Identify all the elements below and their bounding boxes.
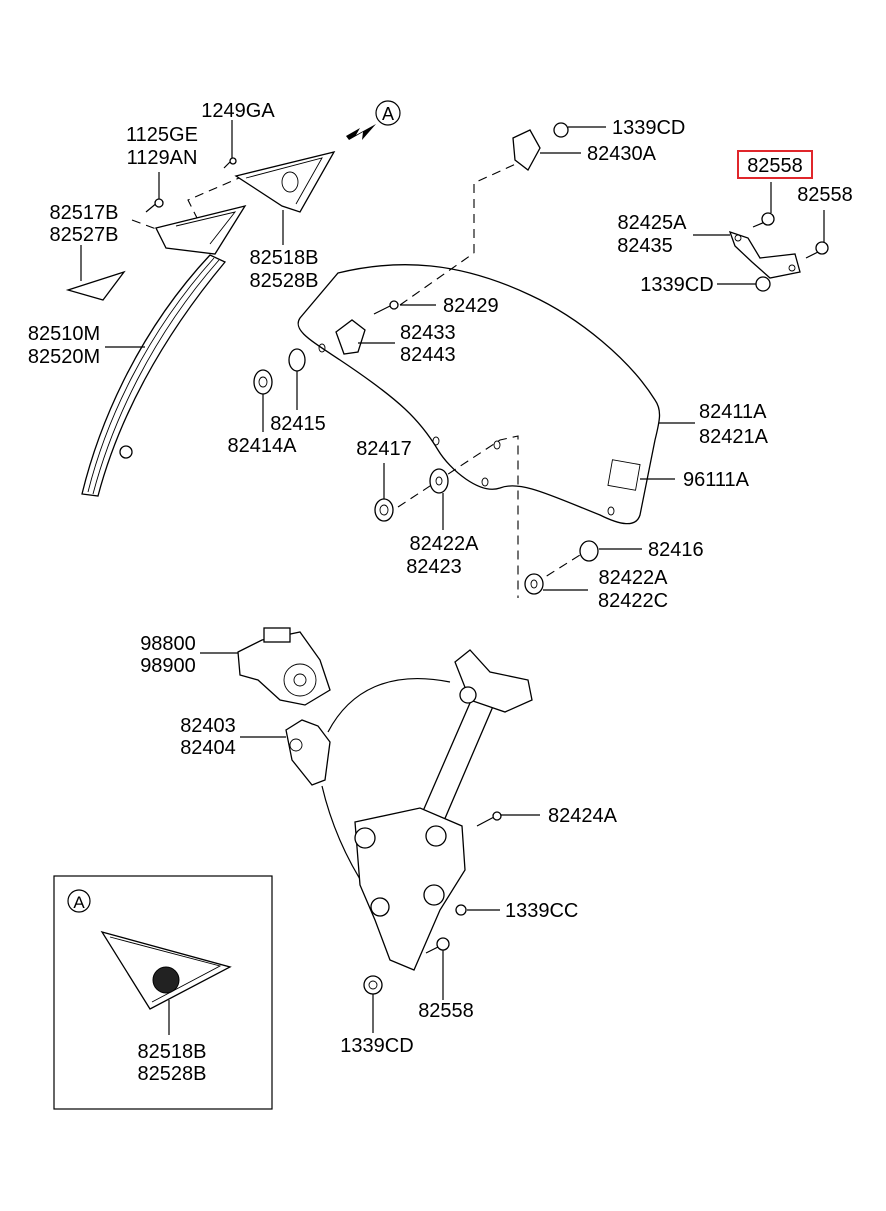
callout-82435[interactable]: 82435 (617, 235, 673, 257)
inset-frame (53, 875, 273, 1110)
callout-82422c[interactable]: 82422C (598, 590, 668, 612)
holder-82433 (335, 319, 366, 355)
detail-view-a: A 82518B 82528B (53, 875, 273, 1110)
nut-icon (455, 904, 467, 916)
cable (327, 678, 451, 733)
glass-hardware-group (253, 122, 642, 595)
callout-82416[interactable]: 82416 (648, 539, 704, 561)
channel-82510m (81, 254, 227, 497)
callout-96111a[interactable]: 96111A (683, 469, 750, 491)
clip-82430a (512, 129, 541, 171)
bracket-82425a (728, 230, 801, 279)
drum-82403 (285, 719, 331, 786)
callout-82424a[interactable]: 82424A (548, 805, 618, 827)
pillar-bracket (155, 204, 247, 255)
callout-82404[interactable]: 82404 (180, 737, 236, 759)
callout-82517b[interactable]: 82517B (50, 202, 119, 224)
view-a-circle (375, 100, 401, 126)
nut-icon (363, 975, 383, 995)
callout-82558-bottom[interactable]: 82558 (418, 1000, 474, 1022)
tweeter-grille-icon (152, 966, 180, 994)
inset-marker-circle (67, 889, 91, 913)
callout-82518b[interactable]: 82518B (250, 247, 319, 269)
grommet-82417 (374, 498, 394, 522)
callout-82558-highlighted[interactable]: 82558 (747, 155, 803, 177)
view-arrow-icon (346, 124, 376, 140)
callout-labels: 1249GA 1125GE 1129AN 82517B 82527B 82518… (28, 100, 853, 1057)
nut-icon (553, 122, 569, 138)
triangle-cover-82517b (65, 270, 126, 301)
window-glass-82411a (297, 264, 661, 525)
callout-82411a[interactable]: 82411A (699, 401, 767, 423)
callout-82528b[interactable]: 82528B (250, 270, 319, 292)
bolt-icon (805, 251, 819, 259)
callout-82520m[interactable]: 82520M (28, 346, 100, 368)
grommet-82414a (253, 369, 273, 395)
callout-1249ga[interactable]: 1249GA (201, 100, 275, 122)
bolt-icon (373, 304, 393, 315)
bushing-82416 (579, 540, 599, 562)
callout-98900[interactable]: 98900 (140, 655, 196, 677)
callout-82558-right[interactable]: 82558 (797, 184, 853, 206)
callout-1125ge[interactable]: 1125GE (126, 124, 198, 146)
view-a-marker: A (346, 100, 401, 140)
callout-82425a[interactable]: 82425A (618, 212, 688, 234)
callout-82421a[interactable]: 82421A (699, 426, 769, 448)
callout-82422a-right[interactable]: 82422A (599, 567, 669, 589)
inset-marker-letter: A (73, 893, 85, 912)
highlight-box (737, 150, 813, 179)
washer-82415 (288, 348, 306, 372)
nut-icon (755, 276, 771, 292)
callout-82429[interactable]: 82429 (443, 295, 499, 317)
callout-82430a[interactable]: 82430A (587, 143, 657, 165)
callout-1339cc[interactable]: 1339CC (505, 900, 578, 922)
callout-82415[interactable]: 82415 (270, 413, 326, 435)
lift-plate (354, 807, 466, 971)
callout-82403[interactable]: 82403 (180, 715, 236, 737)
callout-98800[interactable]: 98800 (140, 633, 196, 655)
bracket-group (693, 182, 829, 292)
callout-82510m[interactable]: 82510M (28, 323, 100, 345)
callout-1339cd-top[interactable]: 1339CD (612, 117, 685, 139)
motor-98800 (237, 631, 331, 706)
inset-callout-82518b[interactable]: 82518B (138, 1041, 207, 1063)
callout-1339cd-bottom[interactable]: 1339CD (340, 1035, 413, 1057)
pillar-trim-82518b (234, 151, 336, 213)
label-sticker-96111a (607, 459, 641, 491)
callout-82443[interactable]: 82443 (400, 344, 456, 366)
front-channel-group (65, 120, 336, 497)
callout-1129an[interactable]: 1129AN (127, 147, 198, 169)
callout-82414a[interactable]: 82414A (228, 435, 298, 457)
bolt-icon (476, 816, 495, 827)
callout-82433[interactable]: 82433 (400, 322, 456, 344)
washer-82422a-lower (524, 573, 544, 595)
callout-1339cd-mid[interactable]: 1339CD (640, 274, 713, 296)
washer-82422a (429, 468, 449, 494)
callout-82423[interactable]: 82423 (406, 556, 462, 578)
inset-callout-82528b[interactable]: 82528B (138, 1063, 207, 1085)
callout-82422a-left[interactable]: 82422A (410, 533, 480, 555)
callout-82417[interactable]: 82417 (356, 438, 412, 460)
regulator-group (200, 627, 540, 1033)
window-glass-group (297, 161, 695, 598)
callout-82527b[interactable]: 82527B (50, 224, 119, 246)
view-a-letter: A (382, 104, 394, 124)
